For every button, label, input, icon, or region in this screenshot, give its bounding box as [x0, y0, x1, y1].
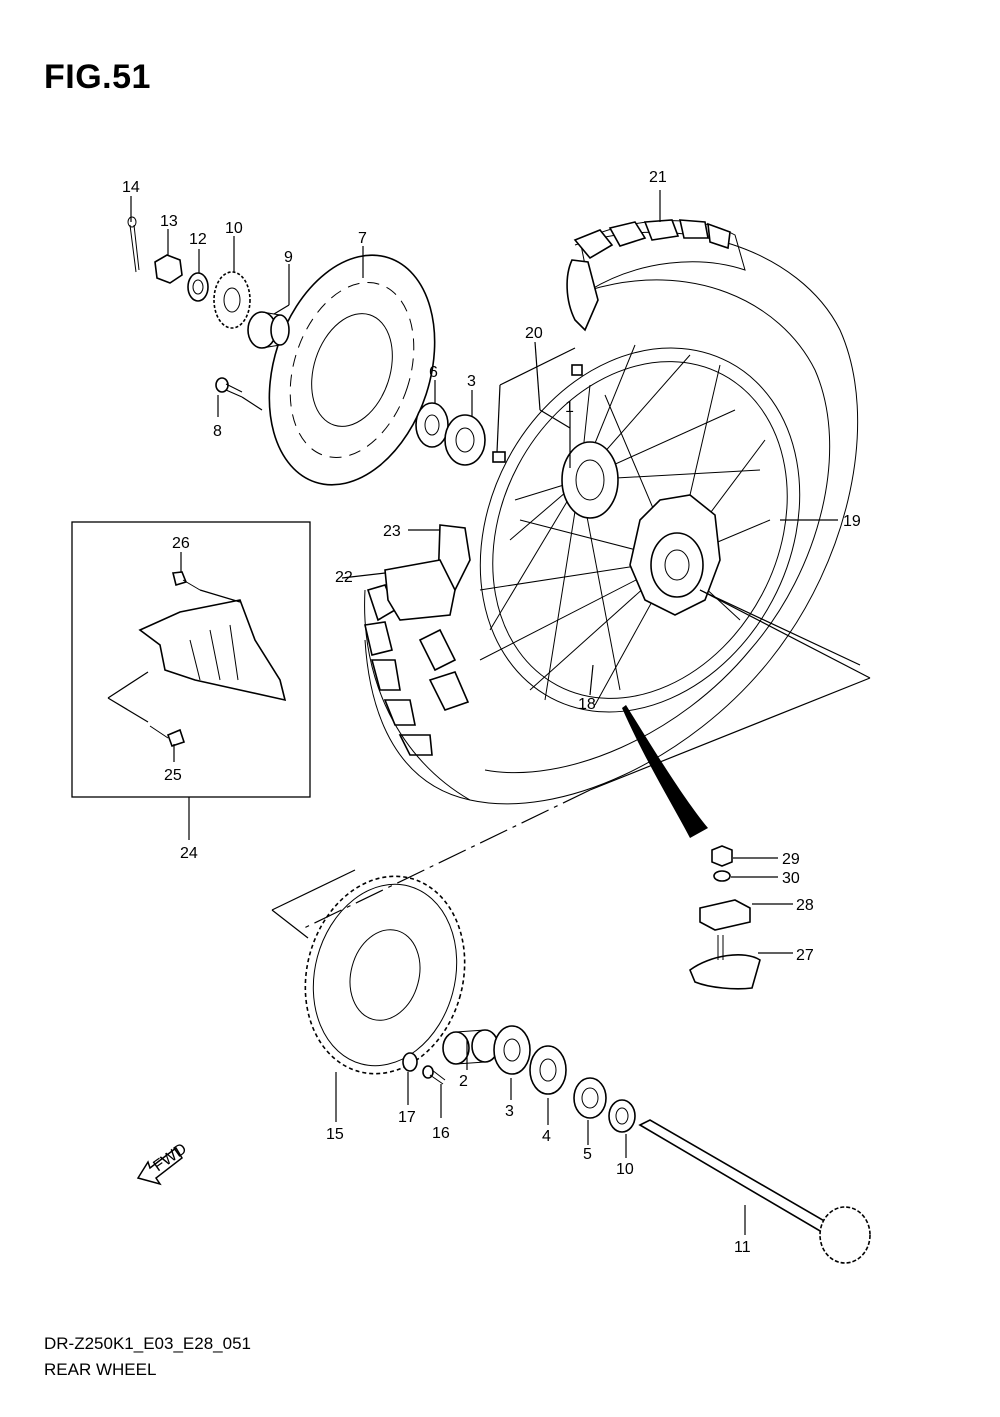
wheel-rim — [479, 347, 801, 713]
bolt-8 — [215, 377, 243, 398]
callout-7: 7 — [358, 230, 367, 247]
bolt-27 — [172, 571, 201, 591]
spacer-10 — [608, 1099, 636, 1133]
washer-18 — [402, 1052, 418, 1072]
fwd-arrow-icon: FWD — [136, 1140, 190, 1186]
bolt-26 — [149, 725, 186, 748]
pointer-wedge — [622, 705, 708, 838]
callout-12: 11 — [734, 1239, 751, 1256]
callout-3b: 3 — [505, 1103, 514, 1120]
rear-sprocket — [304, 875, 466, 1075]
bearing-5 — [415, 402, 449, 448]
sprocket-guard — [138, 599, 287, 702]
rear-tire — [364, 219, 859, 805]
model-code: DR-Z250K1_E03_E28_051 — [44, 1334, 251, 1353]
callout-31: 30 — [782, 870, 800, 887]
callout-11: 10 — [225, 220, 243, 237]
callout-30: 29 — [782, 851, 800, 868]
chain-adjuster-11 — [213, 271, 251, 329]
spacer-9 — [247, 311, 290, 349]
callout-18: 17 — [398, 1109, 416, 1126]
callout-6: 5 — [583, 1146, 592, 1163]
spokes — [479, 344, 771, 706]
figure-title: FIG.51 — [44, 58, 151, 96]
bearing-3-bottom — [493, 1025, 531, 1075]
brake-disc — [268, 254, 436, 486]
cotter-pin — [127, 216, 140, 273]
bearing-3-top — [444, 414, 486, 466]
callout-3a: 3 — [467, 373, 476, 390]
leader-lines — [107, 190, 871, 1235]
bolt-17 — [422, 1065, 446, 1085]
callout-28: 27 — [796, 947, 814, 964]
callout-4: 4 — [542, 1128, 551, 1145]
figure-caption: REAR WHEEL — [44, 1360, 157, 1379]
rim-lock-28 — [689, 935, 761, 990]
callout-10: 10 — [616, 1161, 634, 1178]
callout-5: 6 — [429, 364, 438, 381]
bearing-4 — [529, 1045, 567, 1095]
oil-seal-6 — [573, 1077, 607, 1119]
spacer-2 — [442, 1029, 499, 1065]
callout-21: 20 — [525, 325, 543, 342]
rim-lock-29 — [699, 899, 751, 931]
callout-13: 12 — [189, 231, 207, 248]
fwd-label: FWD — [150, 1140, 190, 1175]
callout-16: 15 — [326, 1126, 344, 1143]
nut-30 — [711, 845, 733, 867]
axle-12 — [638, 1119, 871, 1264]
wheel-hub — [561, 441, 721, 616]
callout-1: 1 — [565, 399, 574, 416]
axle-nut — [154, 254, 183, 284]
callout-15: 14 — [122, 179, 140, 196]
callout-26: 25 — [164, 767, 182, 784]
callout-2: 2 — [459, 1073, 468, 1090]
washer-13 — [187, 272, 209, 302]
callout-14: 13 — [160, 213, 178, 230]
callout-27: 26 — [172, 535, 190, 552]
callout-25: 24 — [180, 845, 198, 862]
callout-20: 19 — [843, 513, 861, 530]
callout-23: 22 — [335, 569, 353, 586]
inset-box — [71, 521, 311, 798]
callout-17: 16 — [432, 1125, 450, 1142]
rim-band-23 — [384, 559, 456, 621]
callout-9: 9 — [284, 249, 293, 266]
callout-29: 28 — [796, 897, 814, 914]
callout-22: 21 — [649, 169, 667, 186]
callout-8: 8 — [213, 423, 222, 440]
callout-24: 23 — [383, 523, 401, 540]
rim-lock-nut-21 — [492, 364, 583, 463]
callout-19: 18 — [578, 696, 596, 713]
washer-31 — [713, 870, 731, 882]
